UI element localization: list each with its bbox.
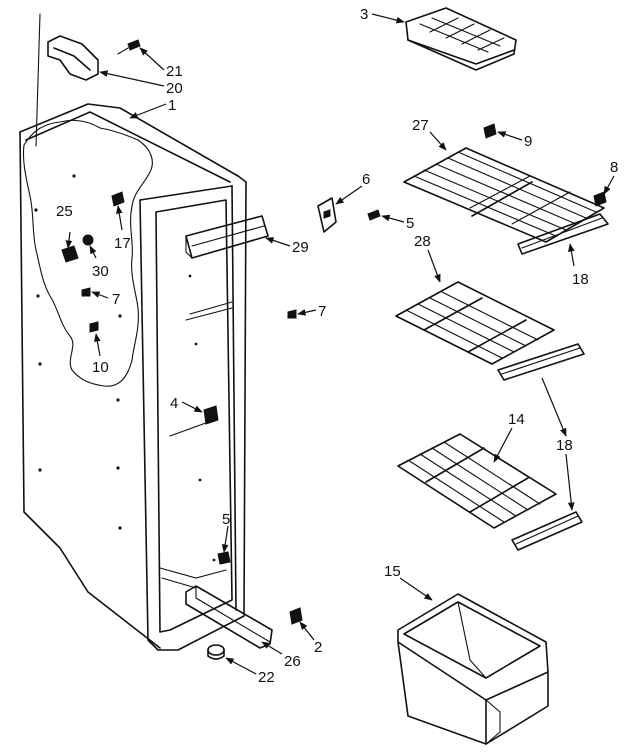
screw-5-upper: [367, 209, 381, 221]
callout-28: 28: [414, 233, 431, 250]
callout-29: 29: [292, 239, 309, 256]
clip-8: [593, 191, 607, 207]
bracket-6: [317, 197, 337, 233]
callout-4: 4: [170, 395, 178, 412]
plug-7-right: [287, 309, 297, 319]
wire-shelf-28: [395, 281, 585, 381]
callout-7-left: 7: [112, 291, 120, 308]
callout-labels: 1 21 20 3 27 9 8 18 6 5 28 29 7 7 25 30 …: [56, 6, 618, 686]
wire-shelf-27: [403, 147, 609, 255]
wire-shelf-14: [397, 433, 583, 551]
screw-10: [89, 321, 99, 333]
callout-1: 1: [168, 97, 176, 114]
callout-20: 20: [166, 80, 183, 97]
callout-10: 10: [92, 359, 109, 376]
callout-27: 27: [412, 117, 429, 134]
callout-3: 3: [360, 6, 368, 23]
clip-4: [203, 405, 219, 425]
freezer-liner: [19, 103, 247, 651]
callout-7-right: 7: [318, 303, 326, 320]
callout-18-upper: 18: [572, 271, 589, 288]
callout-5-upper: 5: [406, 215, 414, 232]
foot-22: [207, 644, 225, 660]
plug-7-left: [81, 287, 91, 297]
callout-21: 21: [166, 63, 183, 80]
callout-14: 14: [508, 411, 525, 428]
knob-30: [82, 234, 94, 246]
screw-17: [111, 191, 125, 207]
callout-8: 8: [610, 159, 618, 176]
callout-2: 2: [314, 639, 322, 656]
callout-15: 15: [384, 563, 401, 580]
damper-25: [61, 245, 79, 263]
callout-9: 9: [524, 133, 532, 150]
callout-6: 6: [362, 171, 370, 188]
callout-22: 22: [258, 669, 275, 686]
screw-2: [289, 607, 303, 625]
clip-9: [483, 123, 497, 139]
callout-18-lower: 18: [556, 437, 573, 454]
screw-5-lower: [217, 551, 231, 565]
callout-5-lower: 5: [222, 511, 230, 528]
grip-handle: [35, 13, 99, 147]
cover-29: [185, 215, 269, 259]
callout-25: 25: [56, 203, 73, 220]
callout-17: 17: [114, 235, 131, 252]
leader-lines: [65, 13, 615, 675]
screw-21: [117, 39, 141, 55]
ice-tray: [405, 7, 517, 71]
callout-26: 26: [284, 653, 301, 670]
freezer-bin: [397, 593, 549, 745]
callout-30: 30: [92, 263, 109, 280]
